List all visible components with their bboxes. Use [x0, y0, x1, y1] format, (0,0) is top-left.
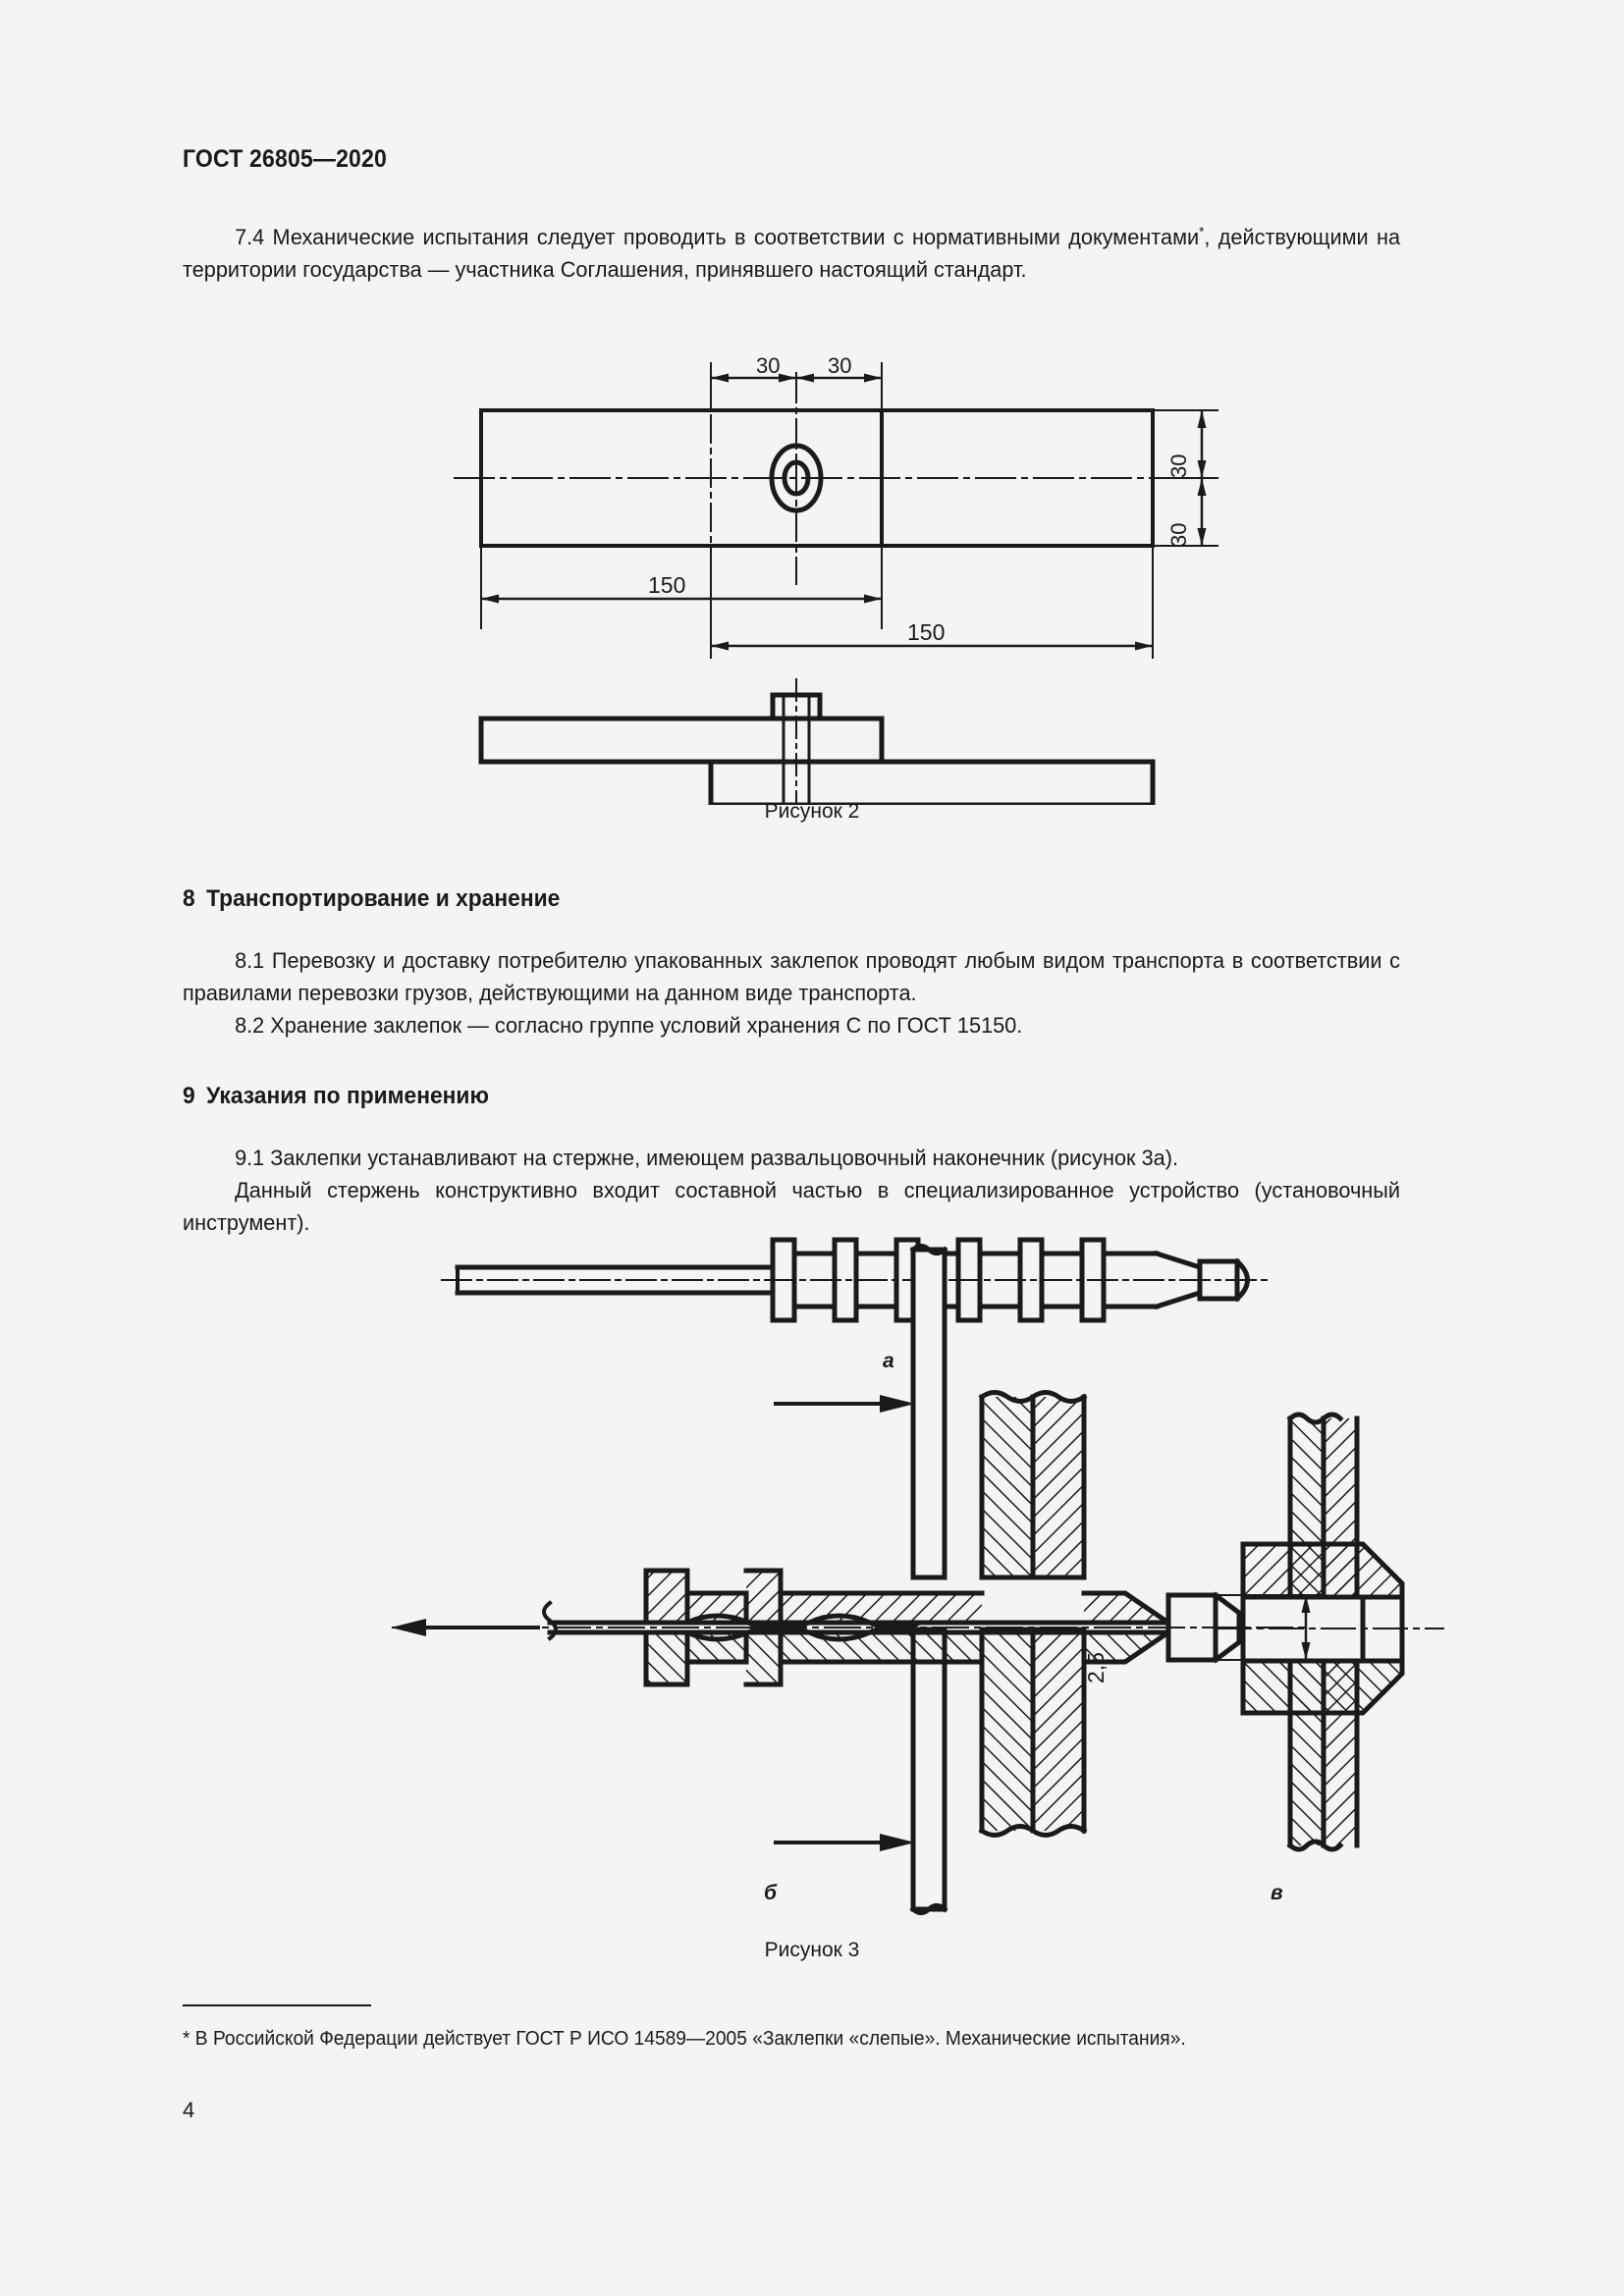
section-8-block: 8 Транспортирование и хранение — [183, 885, 1444, 913]
fig2-dim-30-bottom: 30 — [1166, 522, 1191, 547]
figure-3-label-a: а — [883, 1350, 894, 1372]
clause-8-1: 8.1 Перевозку и доставку потребителю упа… — [183, 948, 1401, 1005]
section-8-number: 8 — [183, 885, 195, 912]
clause-9-1-cont: Данный стержень конструктивно входит сос… — [183, 1178, 1401, 1235]
figure-2-caption-wrap: Рисунок 2 — [0, 800, 1624, 824]
section-8-heading: 8 Транспортирование и хранение — [183, 885, 1381, 913]
figure-3-label-b: б — [764, 1882, 778, 1904]
mandrel-view-a — [441, 1237, 1268, 1323]
installation-view-b — [391, 1244, 1322, 1915]
figure-2 — [0, 334, 1624, 805]
section-8-paragraphs: 8.1 Перевозку и доставку потребителю упа… — [183, 944, 1444, 1041]
section-9-title: Указания по применению — [206, 1083, 489, 1109]
section-9-paragraphs: 9.1 Заклепки устанавливают на стержне, и… — [183, 1142, 1444, 1239]
fig2-dim-150-lower: 150 — [907, 619, 946, 645]
fig2-dim-150-upper: 150 — [648, 572, 686, 598]
figure-2-caption: Рисунок 2 — [764, 800, 860, 823]
clause-7-4-block: 7.4 Механические испытания следует прово… — [183, 221, 1444, 286]
figure-3 — [0, 1232, 1624, 1919]
standard-header: ГОСТ 26805—2020 — [183, 145, 387, 173]
figure-3-caption: Рисунок 3 — [764, 1939, 860, 1961]
fig2-dim-30-left: 30 — [756, 353, 781, 378]
figure-3-dim-2-5: 2,5 — [1083, 1652, 1109, 1683]
clause-7-4: 7.4 Механические испытания следует прово… — [183, 221, 1400, 286]
footnote-marker-inline: * — [1199, 223, 1205, 240]
clause-9-1: 9.1 Заклепки устанавливают на стержне, и… — [235, 1146, 1179, 1170]
clause-7-4-cont: , действующими на территории государства… — [183, 225, 1401, 282]
section-9-number: 9 — [183, 1083, 195, 1109]
fig2-dim-30-top: 30 — [1166, 454, 1191, 478]
fig2-dim-30-right: 30 — [828, 353, 852, 378]
set-rivet-view-v — [1217, 1412, 1444, 1852]
section-8-title: Транспортирование и хранение — [206, 885, 561, 912]
figure-3-label-v: в — [1271, 1882, 1283, 1904]
figure-3-caption-wrap: Рисунок 3 — [0, 1939, 1624, 1962]
clause-8-2: 8.2 Хранение заклепок — согласно группе … — [235, 1013, 1023, 1038]
page-number: 4 — [183, 2098, 195, 2122]
figure-3-drawing — [391, 1237, 1444, 1915]
section-9-heading: 9 Указания по применению — [183, 1083, 1381, 1110]
figure-2-drawing — [454, 362, 1218, 805]
clause-7-4-text: 7.4 Механические испытания следует прово… — [235, 225, 1200, 249]
section-9-block: 9 Указания по применению — [183, 1083, 1444, 1110]
footnote-text: * В Российской Федерации действует ГОСТ … — [183, 2028, 1186, 2050]
footnote-separator — [183, 2004, 371, 2006]
footnote-block: * В Российской Федерации действует ГОСТ … — [183, 2024, 1394, 2054]
